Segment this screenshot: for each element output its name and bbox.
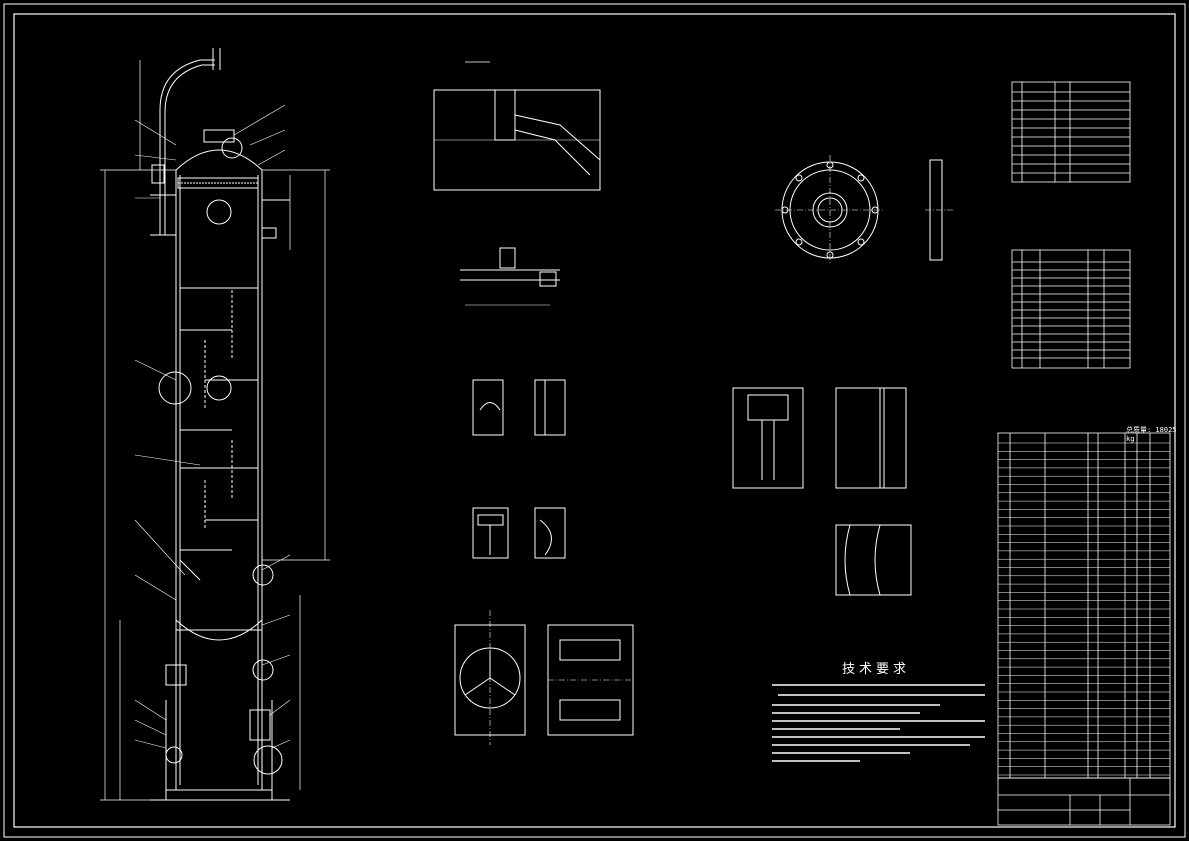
design-data-table bbox=[1011, 81, 1131, 183]
total-mass-label: 总质量: 18025 kg bbox=[1126, 426, 1177, 443]
flange-views bbox=[732, 155, 955, 596]
tower-dimensions bbox=[100, 60, 330, 801]
tech-requirements-title: 技术要求 bbox=[842, 662, 911, 677]
title-block bbox=[997, 777, 1171, 826]
tower-elevation-view bbox=[150, 48, 290, 801]
tower-leaders bbox=[134, 104, 291, 749]
tech-requirements-body bbox=[772, 684, 985, 762]
nozzle-table bbox=[1011, 249, 1131, 369]
outer-border bbox=[3, 3, 1186, 838]
parts-list-table bbox=[997, 432, 1171, 779]
inner-border bbox=[13, 13, 1176, 828]
parts-list-rows bbox=[998, 442, 1170, 776]
detail-views bbox=[433, 61, 634, 745]
